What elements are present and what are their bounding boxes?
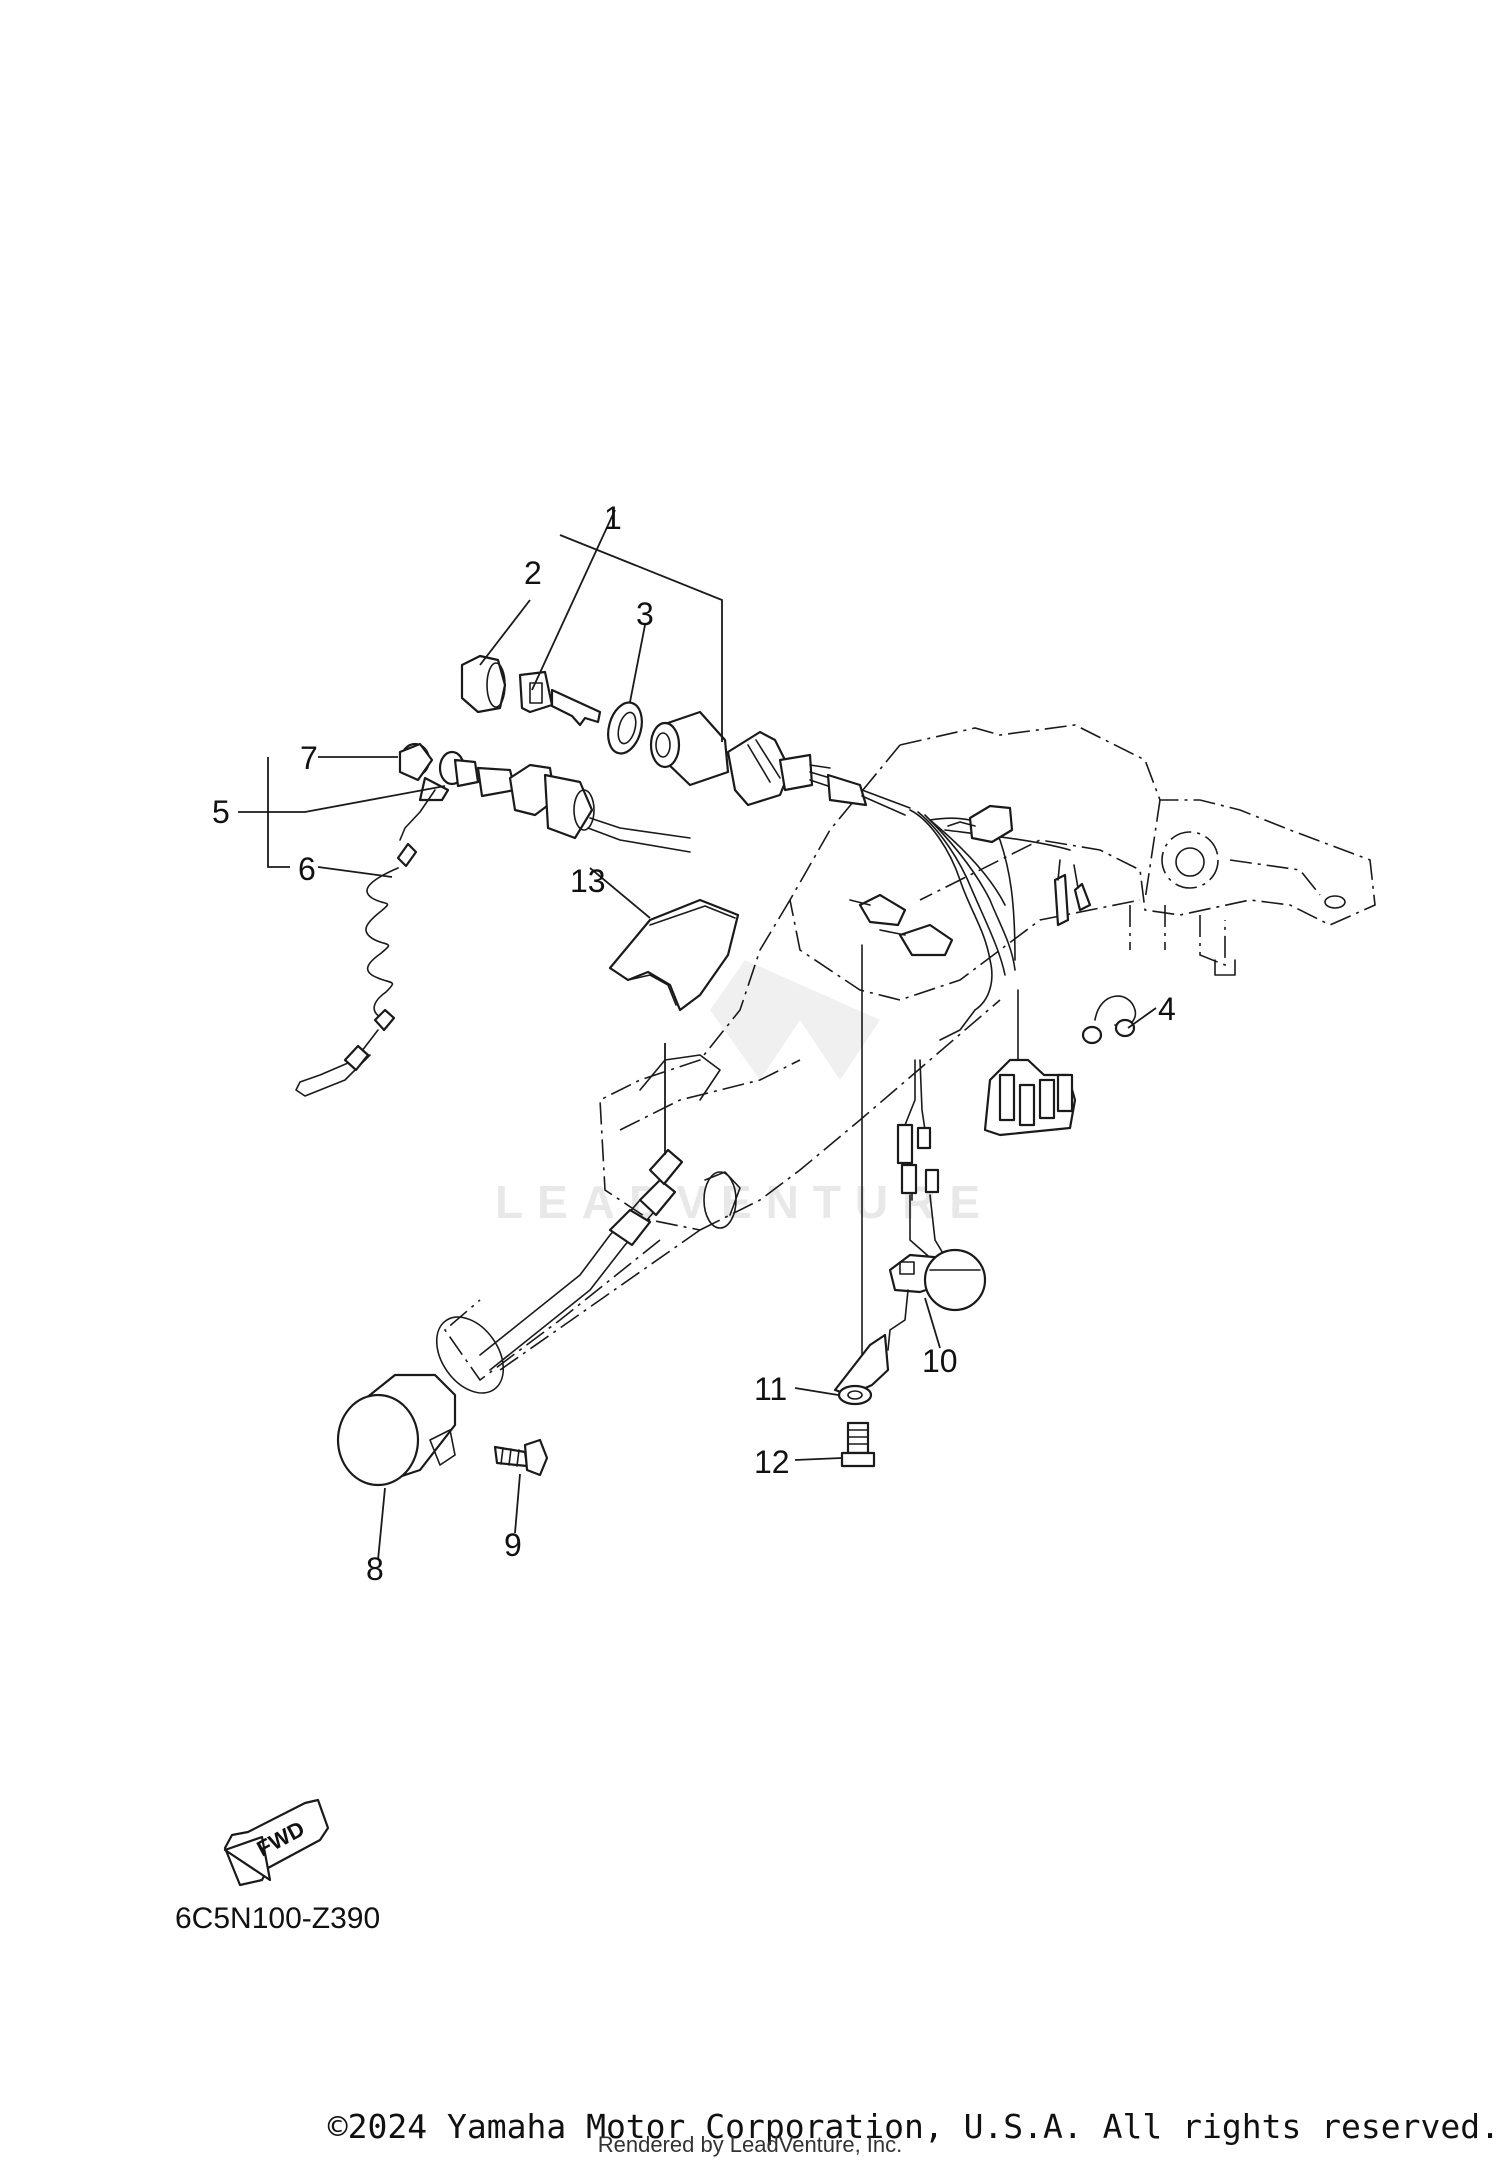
main-switch xyxy=(649,710,911,816)
bolt-9 xyxy=(493,1438,549,1477)
sensor xyxy=(887,1194,987,1351)
leader-lines xyxy=(238,509,1157,1561)
fwd-arrow: FWD xyxy=(223,1798,330,1887)
callout-8: 8 xyxy=(366,1551,384,1587)
callout-7: 7 xyxy=(300,740,318,776)
callout-13: 13 xyxy=(570,863,606,899)
diagram-code: 6C5N100-Z390 xyxy=(175,1902,380,1935)
rendered-by: Rendered by LeadVenture, Inc. xyxy=(597,2132,903,2157)
switch-cap xyxy=(460,654,507,714)
callout-11: 11 xyxy=(754,1371,787,1407)
wire-clip xyxy=(1081,995,1137,1045)
callout-9: 9 xyxy=(504,1527,522,1563)
cover xyxy=(608,898,740,1012)
callout-5: 5 xyxy=(212,794,230,830)
lanyard xyxy=(295,776,450,1097)
ignition-key xyxy=(518,670,602,727)
stop-switch-cap xyxy=(398,742,434,782)
bracket-outline xyxy=(899,724,1376,976)
sensor-connectors xyxy=(896,1059,940,1201)
watermark: LEADVENTURE xyxy=(495,960,994,1228)
steering-handle-outline xyxy=(429,744,1141,1406)
washer xyxy=(607,701,643,755)
screw-12 xyxy=(840,1421,876,1468)
callout-10: 10 xyxy=(922,1343,958,1379)
callout-1: 1 xyxy=(604,500,622,536)
callout-3: 3 xyxy=(636,596,654,632)
callout-6: 6 xyxy=(298,851,316,887)
grip-end xyxy=(336,1373,457,1487)
wire-harness xyxy=(849,804,1092,1137)
mount-bracket xyxy=(833,944,890,1406)
copyright-notice: ©2024 Yamaha Motor Corporation, U.S.A. A… xyxy=(327,2107,1500,2146)
callout-4: 4 xyxy=(1158,991,1176,1027)
callouts: 1 2 3 4 5 6 7 8 9 10 11 12 13 xyxy=(212,500,1176,1587)
handle-cables xyxy=(479,1148,684,1371)
engine-stop-switch xyxy=(438,750,691,853)
callout-2: 2 xyxy=(524,555,542,591)
callout-12: 12 xyxy=(754,1444,790,1480)
watermark-text: LEADVENTURE xyxy=(495,1176,994,1228)
